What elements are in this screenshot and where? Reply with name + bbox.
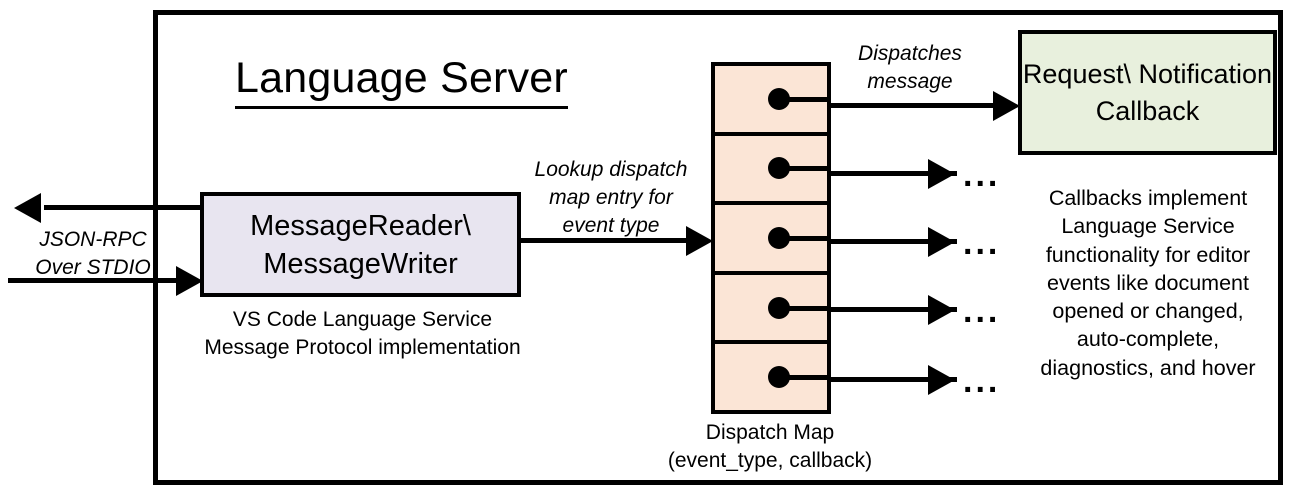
inbound-transport-line <box>8 278 180 283</box>
dispatch-entry-stub <box>787 166 827 172</box>
outbound-transport-line <box>44 205 204 210</box>
dispatch-edge-3-line <box>829 239 957 244</box>
dispatch-entry-stub <box>787 375 827 381</box>
dispatch-map-row[interactable] <box>715 136 827 206</box>
dispatch-entry-dot <box>768 366 790 389</box>
language-server-boundary <box>153 10 1283 485</box>
dispatch-edge-4-continuation: ... <box>963 292 1001 330</box>
page-title: Language Server <box>235 52 568 109</box>
dispatch-edge-5-arrowhead <box>928 365 955 395</box>
dispatch-edge-1-arrowhead <box>993 91 1020 121</box>
transport-label: JSON-RPC Over STDIO <box>35 228 151 279</box>
dispatch-edge-4-line <box>829 307 957 312</box>
dispatch-edge-3-arrowhead <box>928 227 955 257</box>
dispatch-edge-4-arrowhead <box>928 295 955 325</box>
dispatch-map-row[interactable] <box>715 275 827 345</box>
dispatch-edge-5-continuation: ... <box>963 362 1001 400</box>
lookup-edge-arrowhead <box>686 226 713 256</box>
dispatch-entry-stub <box>787 96 827 102</box>
outbound-transport-arrowhead <box>14 193 41 223</box>
lookup-edge-label: Lookup dispatch map entry for event type <box>534 158 688 237</box>
lookup-edge-line <box>519 238 691 243</box>
dispatch-map-row[interactable] <box>715 344 827 410</box>
dispatch-map-row[interactable] <box>715 66 827 136</box>
dispatch-edge-1-label: Dispatches message <box>858 42 962 93</box>
dispatch-map-row[interactable] <box>715 205 827 275</box>
dispatch-edge-2-line <box>829 171 957 176</box>
request-notification-callback-box[interactable]: Request\ Notification Callback <box>1018 30 1277 155</box>
dispatch-edge-5-line <box>829 377 957 382</box>
message-reader-writer-box[interactable]: MessageReader\ MessageWriter <box>200 192 521 297</box>
dispatch-edge-2-arrowhead <box>928 159 955 189</box>
dispatch-entry-stub <box>787 235 827 241</box>
message-reader-writer-caption: VS Code Language Service Message Protoco… <box>204 308 521 359</box>
dispatch-entry-dot <box>768 226 790 249</box>
dispatch-edge-2-continuation: ... <box>963 156 1001 194</box>
dispatch-entry-dot <box>768 87 790 110</box>
callback-description: Callbacks implement Language Service fun… <box>1040 186 1256 380</box>
dispatch-entry-dot <box>768 296 790 319</box>
dispatch-entry-stub <box>787 305 827 311</box>
dispatch-edge-1-line <box>829 103 1009 108</box>
message-reader-writer-label: MessageReader\ MessageWriter <box>250 209 471 280</box>
dispatch-map-table[interactable] <box>711 62 831 414</box>
dispatch-entry-dot <box>768 157 790 180</box>
request-notification-callback-label: Request\ Notification Callback <box>1022 58 1273 126</box>
inbound-transport-arrowhead <box>176 266 203 296</box>
dispatch-edge-3-continuation: ... <box>963 224 1001 262</box>
dispatch-map-caption: Dispatch Map (event_type, callback) <box>667 421 873 472</box>
